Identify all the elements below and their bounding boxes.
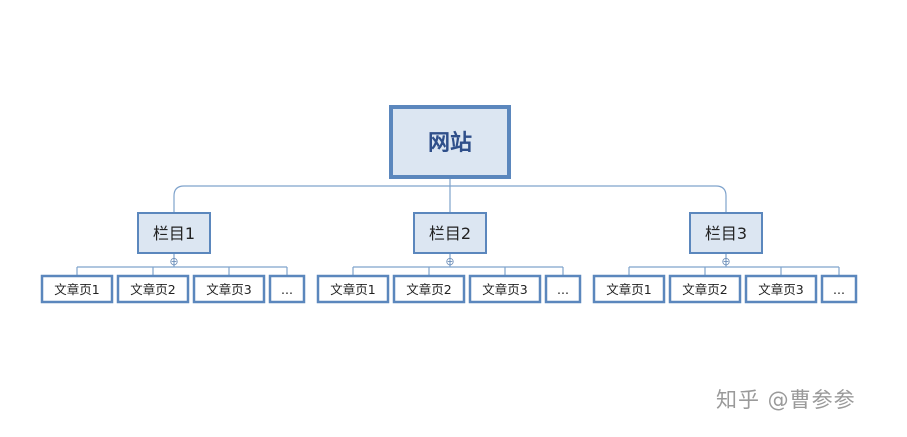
article-label: ... (281, 282, 293, 297)
article-node: 文章页1 (316, 274, 390, 304)
article-node: 文章页2 (668, 274, 742, 304)
collapse-toggle-icon[interactable]: ⊖ (445, 255, 454, 268)
article-label: 文章页2 (406, 282, 451, 297)
article-node: 文章页2 (116, 274, 190, 304)
category-connector (173, 185, 727, 213)
article-label: 文章页2 (682, 282, 727, 297)
article-nodes: 文章页1 文章页2 文章页3... 文章页1 文章页2 文章页3... 文章页1 文章页2 文章… (40, 274, 858, 304)
article-label: 文章页1 (606, 282, 651, 297)
watermark: 知乎 @曹参参 (716, 388, 856, 412)
collapse-toggle-icon[interactable]: ⊖ (169, 255, 178, 268)
diagram-connectors (76, 177, 840, 276)
article-node: 文章页2 (392, 274, 466, 304)
category-label: 栏目2 (429, 224, 471, 243)
article-node: 文章页1 (40, 274, 114, 304)
article-node: ... (820, 274, 858, 304)
article-node: 文章页1 (592, 274, 666, 304)
article-node: ... (544, 274, 582, 304)
article-label: ... (557, 282, 569, 297)
category-node: 栏目3 (689, 212, 763, 254)
article-label: 文章页1 (54, 282, 99, 297)
category-label: 栏目1 (153, 224, 195, 243)
article-label: 文章页3 (206, 282, 251, 297)
article-label: 文章页1 (330, 282, 375, 297)
article-node: ... (268, 274, 306, 304)
article-label: 文章页2 (130, 282, 175, 297)
root-node: 网站 (389, 105, 511, 179)
category-node: 栏目1 (137, 212, 211, 254)
category-label: 栏目3 (705, 224, 747, 243)
category-node: 栏目2 (413, 212, 487, 254)
article-node: 文章页3 (468, 274, 542, 304)
collapse-toggle-icon[interactable]: ⊖ (721, 255, 730, 268)
article-label: 文章页3 (482, 282, 527, 297)
category-nodes: 栏目1 ⊖ 栏目2 ⊖ 栏目3 ⊖ (137, 212, 763, 268)
root-node-label: 网站 (428, 131, 472, 156)
article-label: 文章页3 (758, 282, 803, 297)
article-node: 文章页3 (192, 274, 266, 304)
article-label: ... (833, 282, 845, 297)
article-node: 文章页3 (744, 274, 818, 304)
